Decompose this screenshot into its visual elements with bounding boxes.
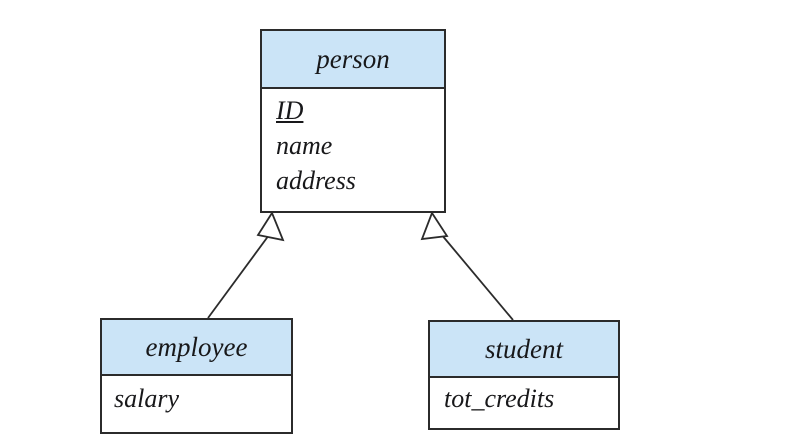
entity-box-person[interactable]: person ID name address	[260, 29, 446, 213]
isa-line-student-person	[440, 233, 514, 321]
isa-edge-employee-person	[207, 211, 285, 319]
attribute-list-employee: salary	[102, 376, 291, 416]
attribute-person-id: ID	[276, 96, 304, 125]
hollow-triangle-arrowhead-student	[420, 211, 449, 241]
isa-edge-student-person	[420, 211, 514, 321]
entity-box-employee[interactable]: employee salary	[100, 318, 293, 434]
entity-title-person: person	[262, 31, 444, 89]
attribute-employee-salary: salary	[114, 384, 179, 413]
attribute-person-address: address	[276, 166, 356, 195]
entity-box-student[interactable]: student tot_credits	[428, 320, 620, 430]
attribute-person-name: name	[276, 131, 333, 160]
entity-title-student: student	[430, 322, 618, 378]
entity-title-employee: employee	[102, 320, 291, 376]
attribute-student-tot-credits: tot_credits	[444, 384, 555, 413]
attribute-list-student: tot_credits	[430, 378, 618, 416]
isa-line-employee-person	[207, 232, 272, 319]
attribute-list-person: ID name address	[262, 89, 444, 198]
hollow-triangle-arrowhead-employee	[256, 211, 285, 242]
